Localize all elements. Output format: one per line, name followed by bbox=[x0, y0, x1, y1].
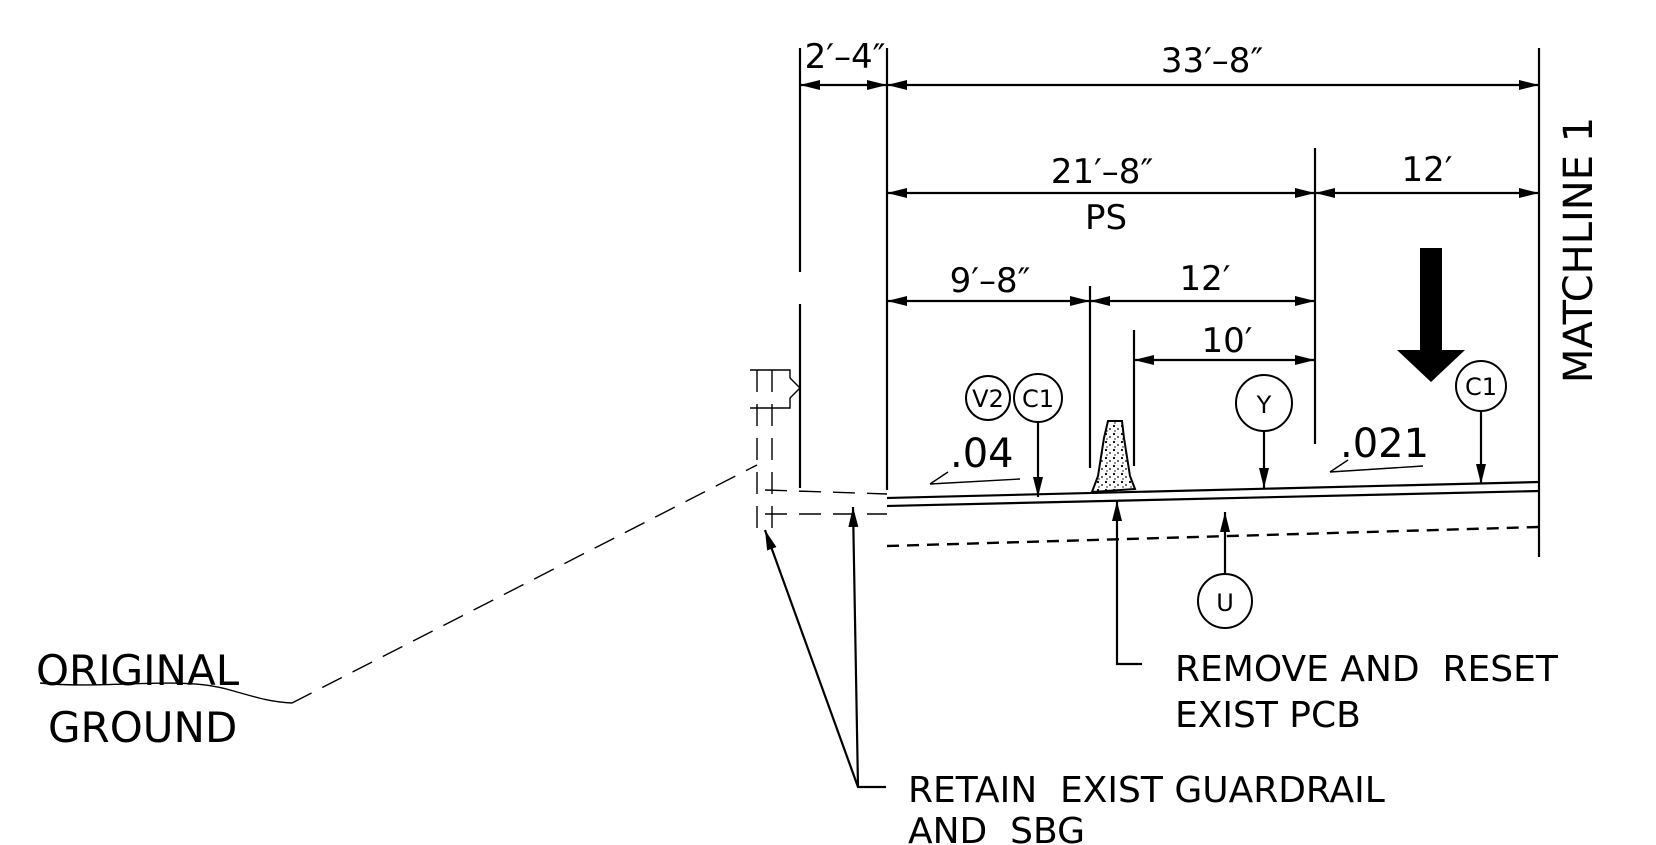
existing-guardrail bbox=[750, 369, 888, 530]
dimension-21ft-8in: 21′–8″ bbox=[1051, 152, 1153, 192]
slope-left: .04 bbox=[950, 431, 1014, 477]
dimension-lines bbox=[800, 80, 1539, 365]
callout-retain-guardrail-2: AND SBG bbox=[908, 811, 1085, 845]
dimension-12ft-right: 12′ bbox=[1402, 150, 1453, 190]
marker-y: Y bbox=[1256, 391, 1272, 419]
original-ground-line bbox=[291, 464, 758, 704]
leader-remove-reset bbox=[1112, 501, 1142, 666]
slope-right: .021 bbox=[1340, 421, 1429, 467]
direction-arrow-icon bbox=[1397, 248, 1465, 382]
marker-c1-right: C1 bbox=[1465, 373, 1497, 401]
callout-retain-guardrail-1: RETAIN EXIST GUARDRAIL bbox=[908, 770, 1385, 811]
dimension-9ft-8in: 9′–8″ bbox=[950, 261, 1031, 301]
dimension-10ft: 10′ bbox=[1202, 321, 1253, 361]
marker-v2-circle bbox=[965, 375, 1011, 421]
marker-v2: V2 bbox=[972, 385, 1004, 413]
leader-retain-guardrail-b bbox=[848, 506, 860, 788]
dimension-33ft-8in: 33′–8″ bbox=[1161, 41, 1263, 81]
marker-c1-left: C1 bbox=[1022, 385, 1054, 413]
concrete-barrier bbox=[1090, 420, 1137, 494]
original-ground-squiggle bbox=[39, 682, 293, 704]
marker-u: U bbox=[1216, 589, 1234, 617]
callout-remove-reset-1: REMOVE AND RESET bbox=[1175, 649, 1559, 690]
matchline-label: MATCHLINE 1 bbox=[1556, 117, 1602, 383]
dimension-ps-label: PS bbox=[1085, 198, 1127, 238]
callout-original-ground-1: ORIGINAL bbox=[36, 646, 240, 695]
callout-remove-reset-2: EXIST PCB bbox=[1175, 695, 1361, 736]
callout-original-ground-2: GROUND bbox=[48, 703, 237, 752]
leader-retain-guardrail-a bbox=[763, 529, 886, 789]
dimension-2ft-4in: 2′–4″ bbox=[805, 37, 886, 77]
roadway-surface bbox=[886, 480, 1540, 548]
dimension-12ft-mid: 12′ bbox=[1180, 259, 1231, 299]
